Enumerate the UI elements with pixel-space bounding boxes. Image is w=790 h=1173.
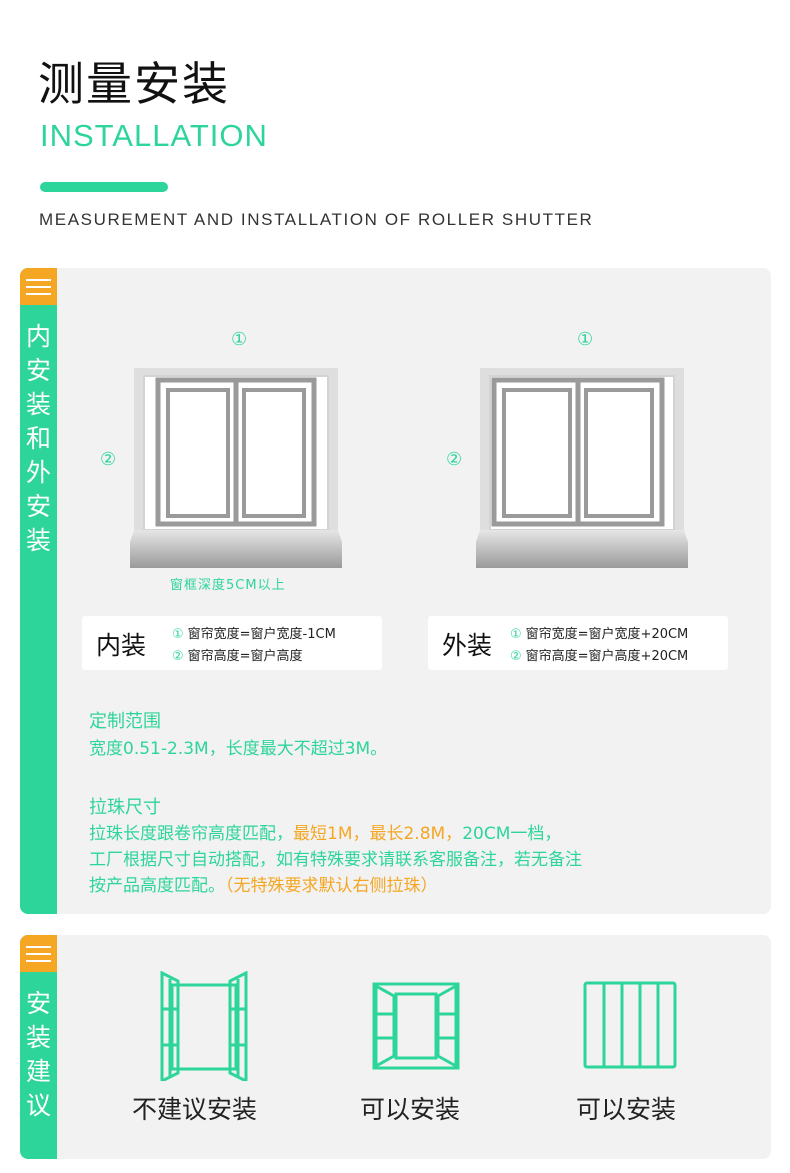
menu-icon (20, 268, 57, 305)
install-method-panel: 内安装和外安装 ① ② 窗框深度5CM以上 ① ② (20, 268, 771, 914)
side-tab-install-advice: 安装建议 (20, 935, 57, 1159)
menu-icon (20, 935, 57, 972)
custom-range-text: 宽度0.51-2.3M，长度最大不超过3M。 (89, 739, 388, 759)
frame-depth-note: 窗框深度5CM以上 (170, 578, 286, 593)
side-tab-label: 安装建议 (26, 989, 52, 1120)
sliding-window-icon (583, 981, 677, 1069)
page-title: 测量安装 (38, 57, 230, 111)
inside-mount-window-icon (130, 368, 342, 568)
bead-size-line-2: 工厂根据尺寸自动搭配，如有特殊要求请联系客服备注，若无备注 (89, 850, 582, 870)
bead-size-line-3: 按产品高度匹配。（无特殊要求默认右侧拉珠） (89, 876, 438, 896)
width-marker: ① (231, 329, 248, 350)
advice-label-ok-inward: 可以安装 (360, 1095, 461, 1124)
width-marker: ① (577, 329, 594, 350)
accent-bar (40, 182, 168, 192)
outside-mount-window-icon (476, 368, 688, 568)
side-tab-install-method: 内安装和外安装 (20, 268, 57, 914)
height-marker: ② (100, 449, 117, 470)
bead-size-heading: 拉珠尺寸 (89, 797, 161, 818)
custom-range-heading: 定制范围 (89, 711, 161, 732)
outside-mount-label: 外装 (442, 631, 493, 660)
side-tab-label: 内安装和外安装 (26, 322, 52, 555)
advice-label-not-recommended: 不建议安装 (132, 1095, 258, 1124)
install-advice-panel: 安装建议 不建议安装 可以安装 (20, 935, 771, 1159)
outward-casement-window-icon (160, 971, 248, 1081)
page-subtitle: MEASUREMENT AND INSTALLATION OF ROLLER S… (39, 210, 594, 229)
bead-size-line-1: 拉珠长度跟卷帘高度匹配，最短1M，最长2.8M，20CM一档， (89, 824, 562, 844)
advice-label-ok-sliding: 可以安装 (576, 1095, 677, 1124)
inside-mount-label: 内装 (96, 631, 147, 660)
page-title-english: INSTALLATION (40, 118, 268, 153)
height-marker: ② (446, 449, 463, 470)
inward-casement-window-icon (372, 982, 460, 1070)
